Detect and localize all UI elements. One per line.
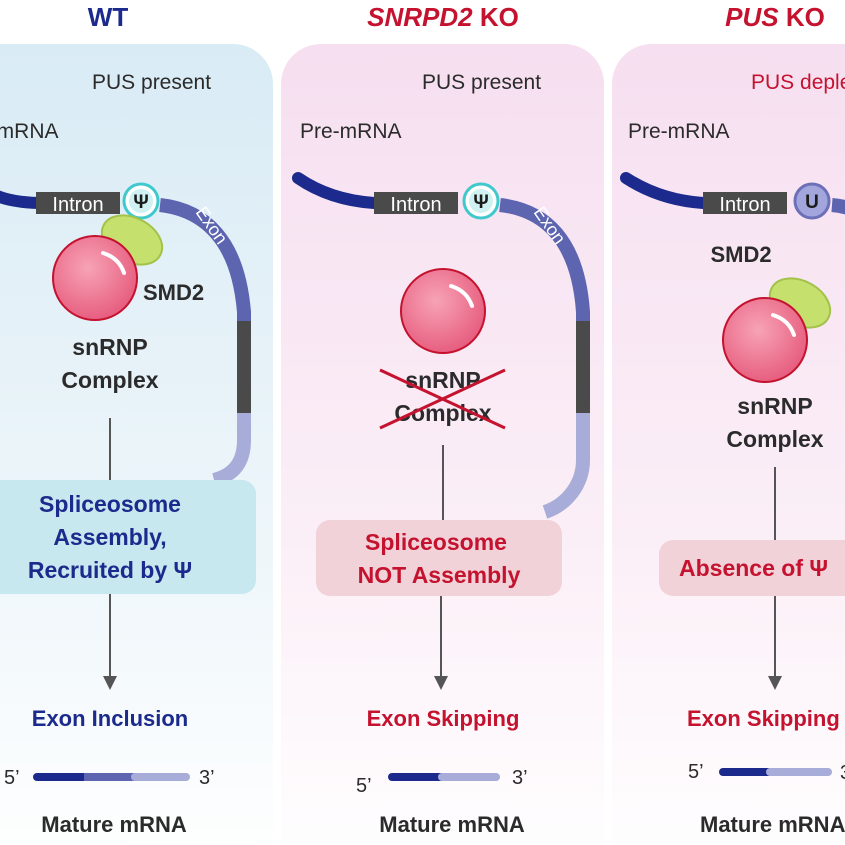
pus-rna-strand	[620, 172, 845, 215]
uridine-symbol-pus: U	[805, 192, 819, 213]
status-snrpd2: PUS present	[422, 71, 541, 94]
smd2-label-wt: SMD2	[143, 280, 204, 305]
mature-label-snrpd2: Mature mRNA	[379, 812, 525, 837]
premrna-label-pus: Pre-mRNA	[628, 120, 730, 143]
status-pus: PUS depleted	[751, 71, 845, 94]
cross-out-mark-snrpd2	[379, 368, 506, 430]
uridine-site-pus	[793, 182, 831, 220]
header-snrpd2-gene: SNRPD2	[367, 2, 473, 32]
five-prime-snrpd2: 5’	[356, 775, 372, 797]
result-box-snrpd2-line2: NOT Assembly	[358, 562, 521, 588]
panel-snrpd2-background	[281, 44, 604, 845]
snrnp-label-line1-snrpd2: snRNP	[405, 367, 480, 393]
psi-site-snrpd2	[462, 182, 500, 220]
outcome-wt: Exon Inclusion	[32, 706, 188, 731]
snrnp-label-line2-pus: Complex	[726, 426, 823, 452]
mature-label-wt: Mature mRNA	[41, 812, 187, 837]
result-box-pus-line1: Absence of Ψ	[679, 555, 828, 581]
snrnp-ball-wt	[52, 235, 138, 321]
panel-wt-background	[0, 44, 273, 845]
intron-label-pus: Intron	[719, 194, 770, 216]
header-pus-ko: PUS KO	[725, 2, 825, 32]
three-prime-wt: 3’	[199, 767, 215, 789]
status-wt: PUS present	[92, 71, 211, 94]
psi-symbol-wt: Ψ	[133, 192, 148, 213]
snrnp-ball-pus	[722, 297, 808, 383]
header-wt: WT	[88, 2, 129, 32]
premrna-label-snrpd2: Pre-mRNA	[300, 120, 402, 143]
result-box-wt-line2: Assembly,	[53, 524, 166, 550]
psi-site-wt	[122, 182, 160, 220]
outcome-pus: Exon Skipping	[687, 706, 840, 731]
five-prime-wt: 5’	[4, 767, 20, 789]
smd2-label-pus: SMD2	[710, 242, 771, 267]
result-box-wt	[0, 480, 256, 594]
header-pus-gene: PUS	[725, 2, 779, 32]
header-pus-suffix: KO	[779, 2, 825, 32]
psi-symbol-snrpd2: Ψ	[473, 192, 488, 213]
premrna-label-wt: Pre-mRNA	[0, 120, 59, 143]
header-snrpd2-suffix: KO	[473, 2, 519, 32]
mature-label-pus: Mature mRNA	[700, 812, 845, 837]
snrpd2-rna-strand	[292, 172, 590, 519]
snrnp-label-line2-wt: Complex	[61, 367, 158, 393]
three-prime-snrpd2: 3’	[512, 767, 528, 789]
result-box-wt-line1: Spliceosome	[39, 491, 181, 517]
result-box-pus	[659, 540, 845, 596]
result-box-wt-line3: Recruited by Ψ	[28, 557, 192, 583]
three-prime-pus: 3’	[840, 762, 845, 784]
result-box-snrpd2-line1: Spliceosome	[365, 529, 507, 555]
snrnp-ball-snrpd2	[400, 268, 486, 354]
five-prime-pus: 5’	[688, 761, 704, 783]
snrnp-label-line1-pus: snRNP	[737, 393, 812, 419]
intron-label-snrpd2: Intron	[390, 194, 441, 216]
wt-rna-strand	[0, 190, 251, 487]
intron-label-wt: Intron	[52, 194, 103, 216]
outcome-snrpd2: Exon Skipping	[367, 706, 520, 731]
panel-pus-background	[612, 44, 845, 845]
header-snrpd2-ko: SNRPD2 KO	[367, 2, 519, 32]
result-box-snrpd2	[316, 520, 562, 596]
snrnp-label-line1-wt: snRNP	[72, 334, 147, 360]
